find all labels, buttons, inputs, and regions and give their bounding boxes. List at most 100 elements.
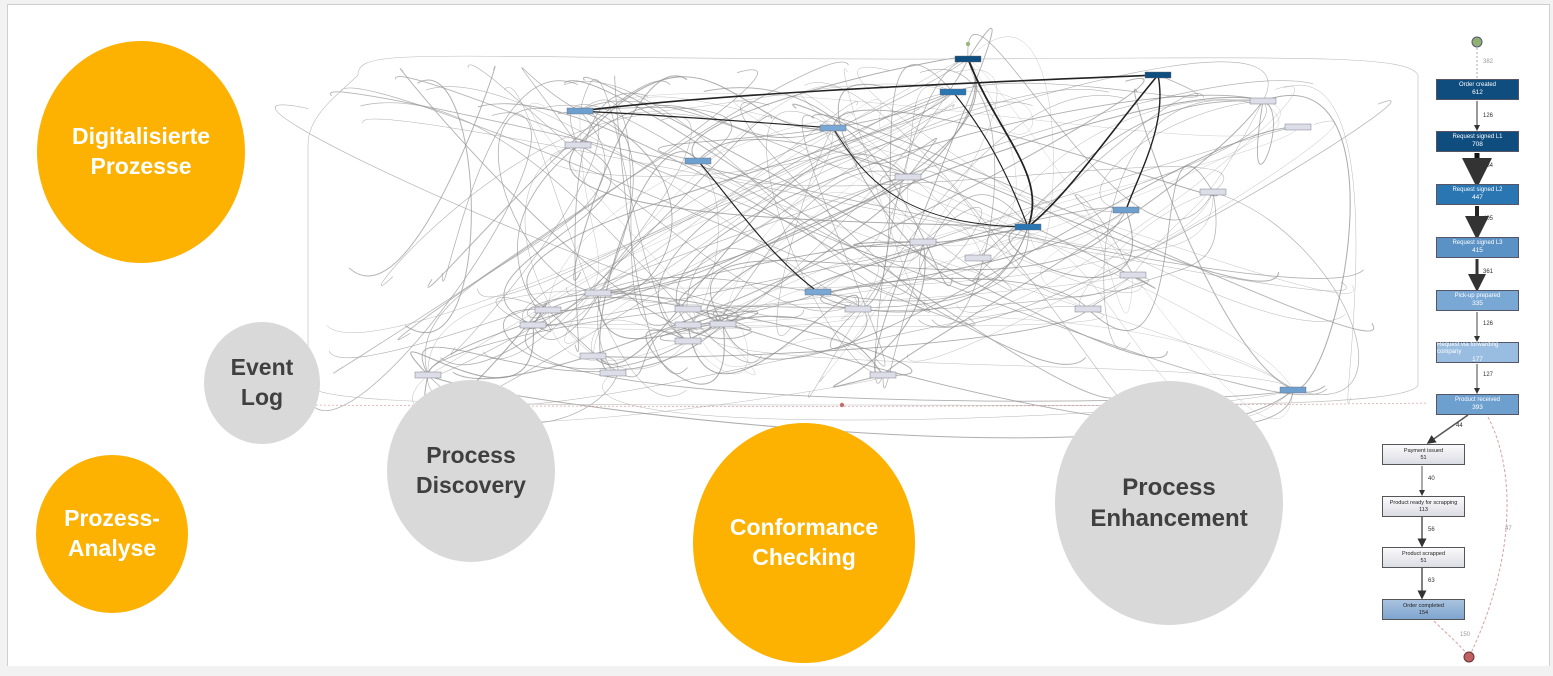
graph-edge (421, 89, 1109, 378)
circle-event-log-label: Event Log (230, 354, 294, 410)
process-node-request-signed-l3: Request signed L3 415 (1436, 237, 1519, 258)
graph-edge (709, 323, 1294, 391)
graph-edge (362, 118, 1347, 292)
graph-edge (427, 305, 1089, 407)
graph-edge (1087, 191, 1217, 310)
graph-edge (523, 226, 1029, 330)
process-node-count: 612 (1472, 89, 1483, 97)
process-node-label: Request signed L1 (1452, 134, 1503, 141)
graph-edge (441, 80, 579, 282)
graph-edge (425, 86, 858, 305)
graph-edge (956, 86, 1295, 313)
graph-edge (1132, 100, 1264, 276)
graph-edge (326, 108, 920, 333)
graph-edge (967, 58, 1034, 228)
edge-count: 405 (1483, 216, 1494, 222)
graph-edge (874, 27, 993, 377)
process-node-count: 51 (1420, 557, 1427, 564)
edge-count: 484 (1483, 163, 1494, 169)
graph-node (1279, 386, 1307, 394)
graph-edge (592, 308, 1089, 358)
graph-edge (678, 96, 1264, 310)
graph-node (1249, 97, 1277, 105)
edge-count: 126 (1483, 113, 1494, 119)
graph-edge (529, 308, 864, 330)
graph-edge (330, 91, 1364, 279)
graph-node (909, 238, 937, 246)
circle-process-discovery: Process Discovery (387, 380, 555, 562)
graph-edge (597, 274, 1134, 306)
graph-edge (503, 144, 612, 326)
graph-edge (558, 106, 733, 162)
graph-edge (360, 102, 762, 363)
graph-edge (579, 110, 834, 129)
spaghetti-process-graph (274, 27, 1429, 439)
process-node-label: Order created (1458, 82, 1497, 89)
process-node-count: 708 (1472, 141, 1483, 149)
circle-process-discovery-label: Process Discovery (416, 442, 526, 498)
graph-edge (597, 292, 884, 376)
process-node-order-created: Order created 612 (1436, 79, 1519, 100)
graph-edge (1008, 209, 1133, 278)
graph-edge (857, 274, 1149, 311)
process-node-label: Request signed L2 (1452, 187, 1503, 194)
process-node-request-via-forwarding-company: Request via forwarding company 177 (1436, 342, 1519, 363)
graph-edge (804, 82, 1124, 402)
circle-process-enhancement: Process Enhancement (1055, 381, 1283, 625)
graph-edge (597, 226, 1029, 302)
graph-edge (380, 113, 704, 286)
graph-node (709, 320, 737, 328)
graph-edge (1257, 100, 1274, 165)
process-node-label: Payment issued (1403, 448, 1444, 455)
graph-edge (952, 74, 1199, 98)
graph-edge (697, 160, 1294, 391)
graph-edge (1125, 74, 1161, 211)
graph-node (1119, 271, 1147, 279)
circle-prozess-analyse: Prozess- Analyse (36, 455, 188, 613)
side-edge-count: 47 (1505, 526, 1512, 532)
start-edge-count: 382 (1483, 59, 1494, 65)
graph-node (566, 107, 594, 115)
graph-edge (569, 144, 1029, 228)
graph-edge (340, 87, 976, 326)
process-node-label: Product scrapped (1401, 551, 1446, 558)
graph-edge (819, 69, 998, 383)
circle-prozess-analyse-label: Prozess- Analyse (64, 505, 160, 561)
graph-edge (907, 170, 1134, 298)
graph-edge (614, 75, 688, 375)
process-node-request-signed-l2: Request signed L2 447 (1436, 184, 1519, 205)
graph-node (564, 141, 592, 149)
graph-edge (832, 127, 1294, 391)
graph-edge (817, 226, 1029, 313)
graph-edge (952, 91, 1029, 228)
circle-conformance-checking: Conformance Checking (693, 423, 915, 663)
graph-edge (703, 87, 953, 287)
graph-edge (687, 170, 909, 335)
graph-edge (574, 92, 648, 353)
end-edge-count: 150 (1460, 632, 1471, 638)
graph-edge (421, 323, 724, 376)
graph-edge (427, 310, 728, 376)
process-node-product-received: Product received 393 (1436, 394, 1519, 415)
graph-node (844, 305, 872, 313)
graph-edge (583, 77, 1168, 359)
graph-node (684, 157, 712, 165)
graph-node (674, 321, 702, 329)
graph-edge (579, 100, 857, 170)
process-node-label: Request via forwarding company (1437, 341, 1499, 355)
bottom-strip (0, 666, 1553, 676)
edge-count: 127 (1483, 372, 1494, 378)
graph-edge (532, 110, 599, 326)
graph-edge (977, 99, 1264, 259)
graph-edge (918, 100, 1392, 328)
graph-node (599, 369, 627, 377)
circle-event-log: Event Log (204, 322, 320, 444)
graph-node (964, 254, 992, 262)
graph-edge (597, 176, 909, 294)
graph-edge (592, 319, 724, 357)
edge-count: 40 (1428, 476, 1435, 482)
graph-edge (715, 314, 913, 376)
graph-edge (333, 69, 758, 374)
process-node-label: Product received (1454, 397, 1501, 404)
graph-edge (427, 80, 671, 288)
